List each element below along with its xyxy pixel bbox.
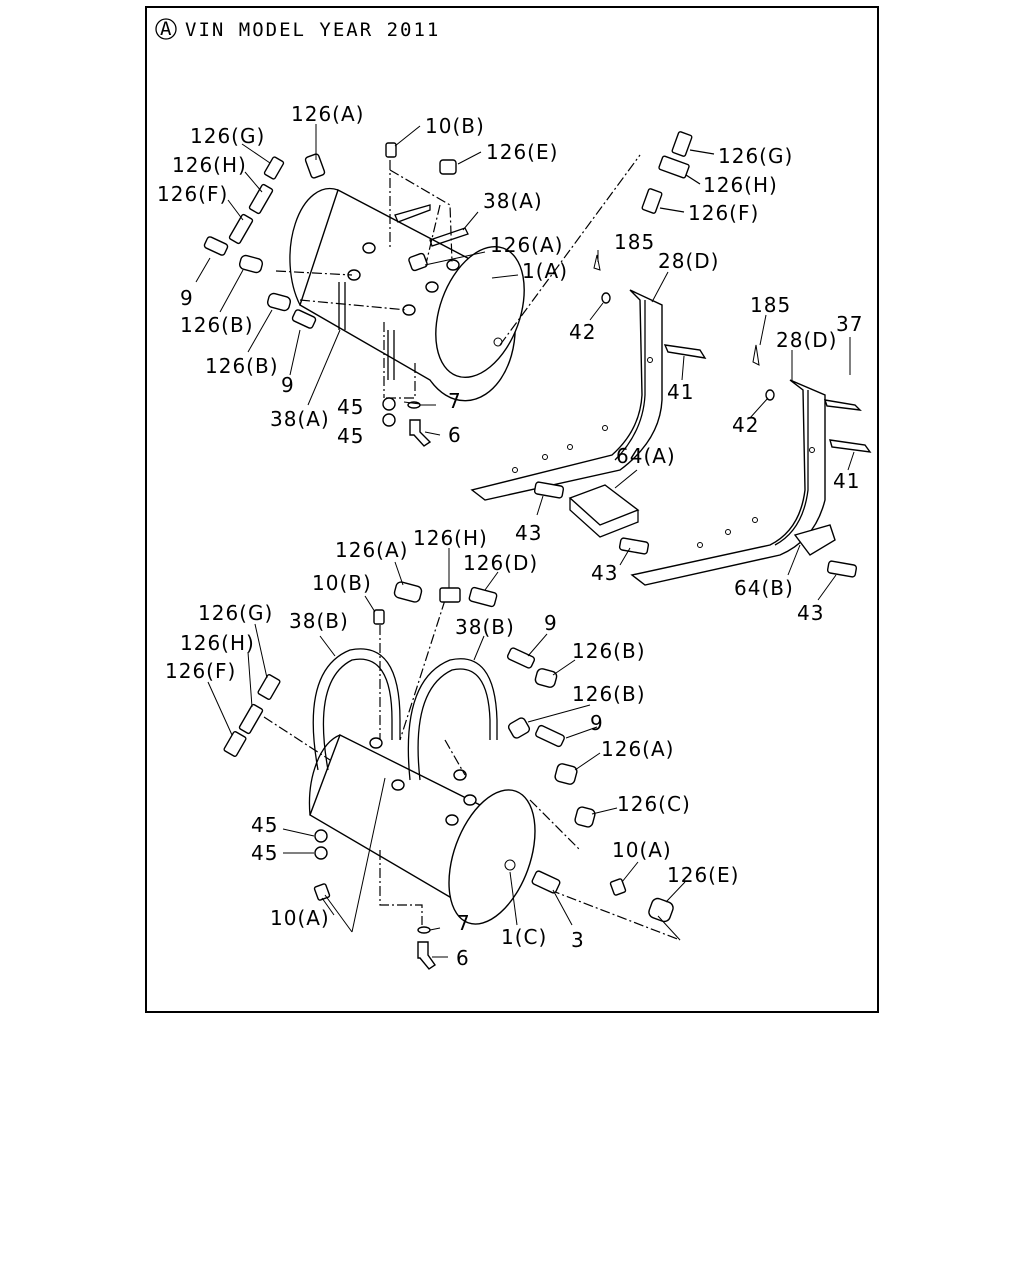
label-126B-lower-b: 126(B) [572, 682, 646, 706]
label-9-lower-b: 9 [590, 711, 604, 735]
label-126E-top: 126(E) [486, 140, 558, 164]
label-185-a: 185 [614, 230, 655, 254]
label-126A-lower-right: 126(A) [601, 737, 674, 761]
label-38B-left: 38(B) [289, 609, 349, 633]
label-45-lower-a: 45 [251, 813, 278, 837]
label-1A: 1(A) [522, 259, 568, 283]
label-126A-mid: 126(A) [490, 233, 563, 257]
label-10A-right: 10(A) [612, 838, 672, 862]
upper-tank [203, 142, 641, 447]
label-126G-left: 126(G) [190, 124, 265, 148]
label-126B-lower-a: 126(B) [572, 639, 646, 663]
label-7-upper: 7 [448, 389, 462, 413]
bracket-b [630, 344, 872, 586]
label-10A-left: 10(A) [270, 906, 330, 930]
label-126H-right: 126(H) [703, 173, 778, 197]
upper-right-fittings [641, 131, 715, 214]
label-43-b: 43 [591, 561, 618, 585]
label-126H-lower-left: 126(H) [180, 631, 255, 655]
label-3: 3 [571, 928, 585, 952]
label-38B-right: 38(B) [455, 615, 515, 639]
label-45-upper-b: 45 [337, 424, 364, 448]
leader-lines [195, 124, 855, 958]
label-45-lower-b: 45 [251, 841, 278, 865]
label-126H-left: 126(H) [172, 153, 247, 177]
label-126F-left: 126(F) [157, 182, 228, 206]
label-38A-top: 38(A) [483, 189, 543, 213]
title-circle-letter: A [160, 18, 173, 40]
label-9-upper-mid: 9 [281, 373, 295, 397]
label-37: 37 [836, 312, 863, 336]
label-7-lower: 7 [457, 911, 471, 935]
label-42-a: 42 [569, 320, 596, 344]
label-43-c: 43 [797, 601, 824, 625]
label-126G-right: 126(G) [718, 144, 793, 168]
title-circle [155, 18, 177, 40]
part-labels: 126(A) 10(B) 126(G) 126(E) 126(H) 126(F)… [157, 102, 863, 970]
label-126F-right: 126(F) [688, 201, 759, 225]
bracket-64a [533, 481, 858, 578]
label-126A-top: 126(A) [291, 102, 364, 126]
label-42-b: 42 [732, 413, 759, 437]
label-28D-b: 28(D) [776, 328, 837, 352]
label-28D-a: 28(D) [658, 249, 719, 273]
title-block: A VIN MODEL YEAR 2011 [155, 18, 440, 41]
label-10B-lower: 10(B) [312, 571, 372, 595]
label-64B: 64(B) [734, 576, 794, 600]
label-126F-lower: 126(F) [165, 659, 236, 683]
label-9-upper-left: 9 [180, 286, 194, 310]
label-45-upper-a: 45 [337, 395, 364, 419]
label-126D: 126(D) [463, 551, 538, 575]
label-64A: 64(A) [616, 444, 676, 468]
label-9-lower-a: 9 [544, 611, 558, 635]
label-10B-top: 10(B) [425, 114, 485, 138]
label-38A-bottom: 38(A) [270, 407, 330, 431]
label-185-b: 185 [750, 293, 791, 317]
label-6-upper: 6 [448, 423, 462, 447]
diagram-frame [145, 6, 879, 1013]
label-41-a: 41 [667, 380, 694, 404]
bracket-a [470, 254, 707, 501]
label-126A-lower-top: 126(A) [335, 538, 408, 562]
label-126B-upper-a: 126(B) [180, 313, 254, 337]
title-text: VIN MODEL YEAR 2011 [185, 19, 440, 41]
label-126E-lower: 126(E) [667, 863, 739, 887]
label-126G-lower: 126(G) [198, 601, 273, 625]
label-43-a: 43 [515, 521, 542, 545]
lower-tank [223, 581, 681, 970]
label-126C: 126(C) [617, 792, 691, 816]
label-126B-upper-b: 126(B) [205, 354, 279, 378]
label-126H-lower-top: 126(H) [413, 526, 488, 550]
label-41-b: 41 [833, 469, 860, 493]
label-6-lower: 6 [456, 946, 470, 970]
label-1C: 1(C) [501, 925, 547, 949]
